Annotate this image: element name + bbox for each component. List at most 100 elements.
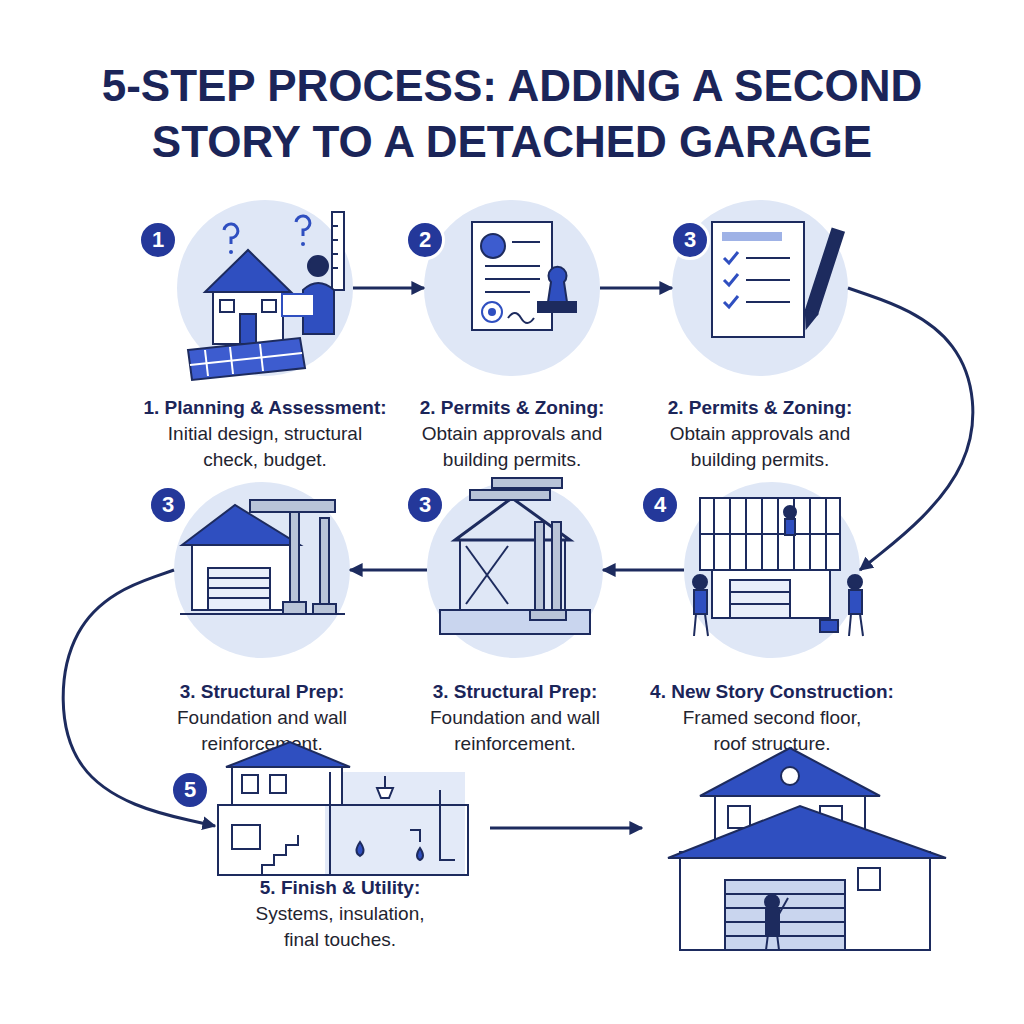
step-node: 3. Structural Prep:Foundation and wall r… [427,482,603,658]
garage-beam-illustration [208,568,270,610]
garage-beam-illustration [290,512,299,604]
step-number-badge: 3 [405,485,445,525]
construction-illustration [784,506,796,518]
planning-illustration [332,239,338,241]
finish-illustration [417,848,423,860]
finished-house-illustration [725,893,845,895]
step-circle [174,482,350,658]
planning-illustration [240,314,256,344]
construction-illustration [825,498,827,570]
step-label: 5. Finish & Utility:Systems, insulation,… [180,875,500,953]
step-circle [424,200,600,376]
garage-frame-illustration [466,546,508,604]
step-description: Obtain approvals and building permits. [400,421,625,473]
step-number-badge: 2 [405,220,445,260]
flow-arrow [603,569,684,572]
garage-frame-illustration [440,610,590,634]
planning-illustration [188,212,344,380]
permit-illustration [472,222,576,330]
finished-house-illustration [700,748,880,796]
finish-illustration [226,742,350,767]
diagram-title: 5-STEP PROCESS: ADDING A SECOND STORY TO… [62,58,962,170]
step-description: Foundation and wall reinforcement. [403,705,628,757]
construction-illustration [849,590,862,614]
finish-illustration [329,772,331,875]
planning-illustration [296,216,310,236]
step-heading: 5. Finish & Utility: [180,875,500,901]
step-label: 2. Permits & Zoning:Obtain approvals and… [600,395,920,473]
step-number-badge: 4 [640,485,680,525]
checklist-illustration [746,301,790,303]
step-heading: 2. Permits & Zoning: [352,395,672,421]
permit-illustration [488,308,496,316]
construction-illustration [712,570,830,618]
step-circle [684,482,860,658]
checklist-illustration [801,310,817,329]
permit-illustration [485,291,530,293]
garage-beam-illustration [208,577,270,579]
finished-house-illustration [858,868,880,890]
step-label: 4. New Story Construction:Framed second … [612,679,932,757]
finish-illustration [232,767,342,805]
garage-beam-illustration [180,500,345,614]
finish-illustration [357,842,364,856]
construction-illustration [700,533,840,535]
step-number: 3 [405,485,445,525]
finished-house-illustration [715,792,865,856]
step-circle [177,200,353,376]
garage-beam-illustration [320,518,329,606]
checklist-illustration [724,274,738,285]
checklist-illustration [712,222,844,337]
finished-house-illustration [725,907,845,909]
garage-frame-illustration [552,522,561,610]
planning-illustration [308,256,328,276]
step-description: Initial design, structural check, budget… [153,421,378,473]
flow-arrow [63,570,215,826]
checklist-illustration [806,229,844,314]
step-number: 1 [138,220,178,260]
finished-house-illustration [766,910,779,934]
step-label: 3. Structural Prep:Foundation and wall r… [102,679,422,757]
garage-frame-illustration [455,498,570,540]
permit-illustration [538,302,576,312]
garage-beam-illustration [180,613,345,615]
flow-arrow [353,287,424,290]
permit-illustration [482,302,502,322]
finish-illustration [440,790,455,860]
construction-illustration [693,498,863,636]
finish-illustration [218,742,468,875]
construction-illustration [730,580,790,618]
permit-illustration [548,267,567,302]
finish-illustration [270,775,286,793]
step-circle [424,200,600,376]
construction-illustration [849,614,851,636]
step-node: 4. New Story Construction:Framed second … [684,482,860,658]
planning-illustration [332,253,338,255]
planning-illustration [188,338,305,380]
step-number-badge: 1 [138,220,178,260]
checklist-illustration [746,257,790,259]
step-circle [177,200,353,376]
step-description: Systems, insulation, final touches. [240,901,440,953]
planning-illustration [301,242,305,246]
step-node: 1. Planning & Assessment:Initial design,… [177,200,353,376]
construction-illustration [848,575,862,589]
step-heading: 3. Structural Prep: [102,679,422,705]
flow-arrow [350,569,427,572]
construction-illustration [693,575,707,589]
step-node: 2. Permits & Zoning:Obtain approvals and… [424,200,600,376]
step-number: 4 [640,485,680,525]
step-heading: 2. Permits & Zoning: [600,395,920,421]
step-circle [672,200,848,376]
garage-frame-illustration [492,478,562,488]
garage-frame-illustration [530,610,566,620]
garage-frame-illustration [535,522,544,610]
finish-illustration [232,825,260,849]
planning-illustration [229,250,233,254]
planning-illustration [205,250,291,292]
checklist-illustration [801,229,844,330]
step-heading: 3. Structural Prep: [355,679,675,705]
planning-illustration [282,294,314,316]
finished-house-illustration [765,895,779,909]
